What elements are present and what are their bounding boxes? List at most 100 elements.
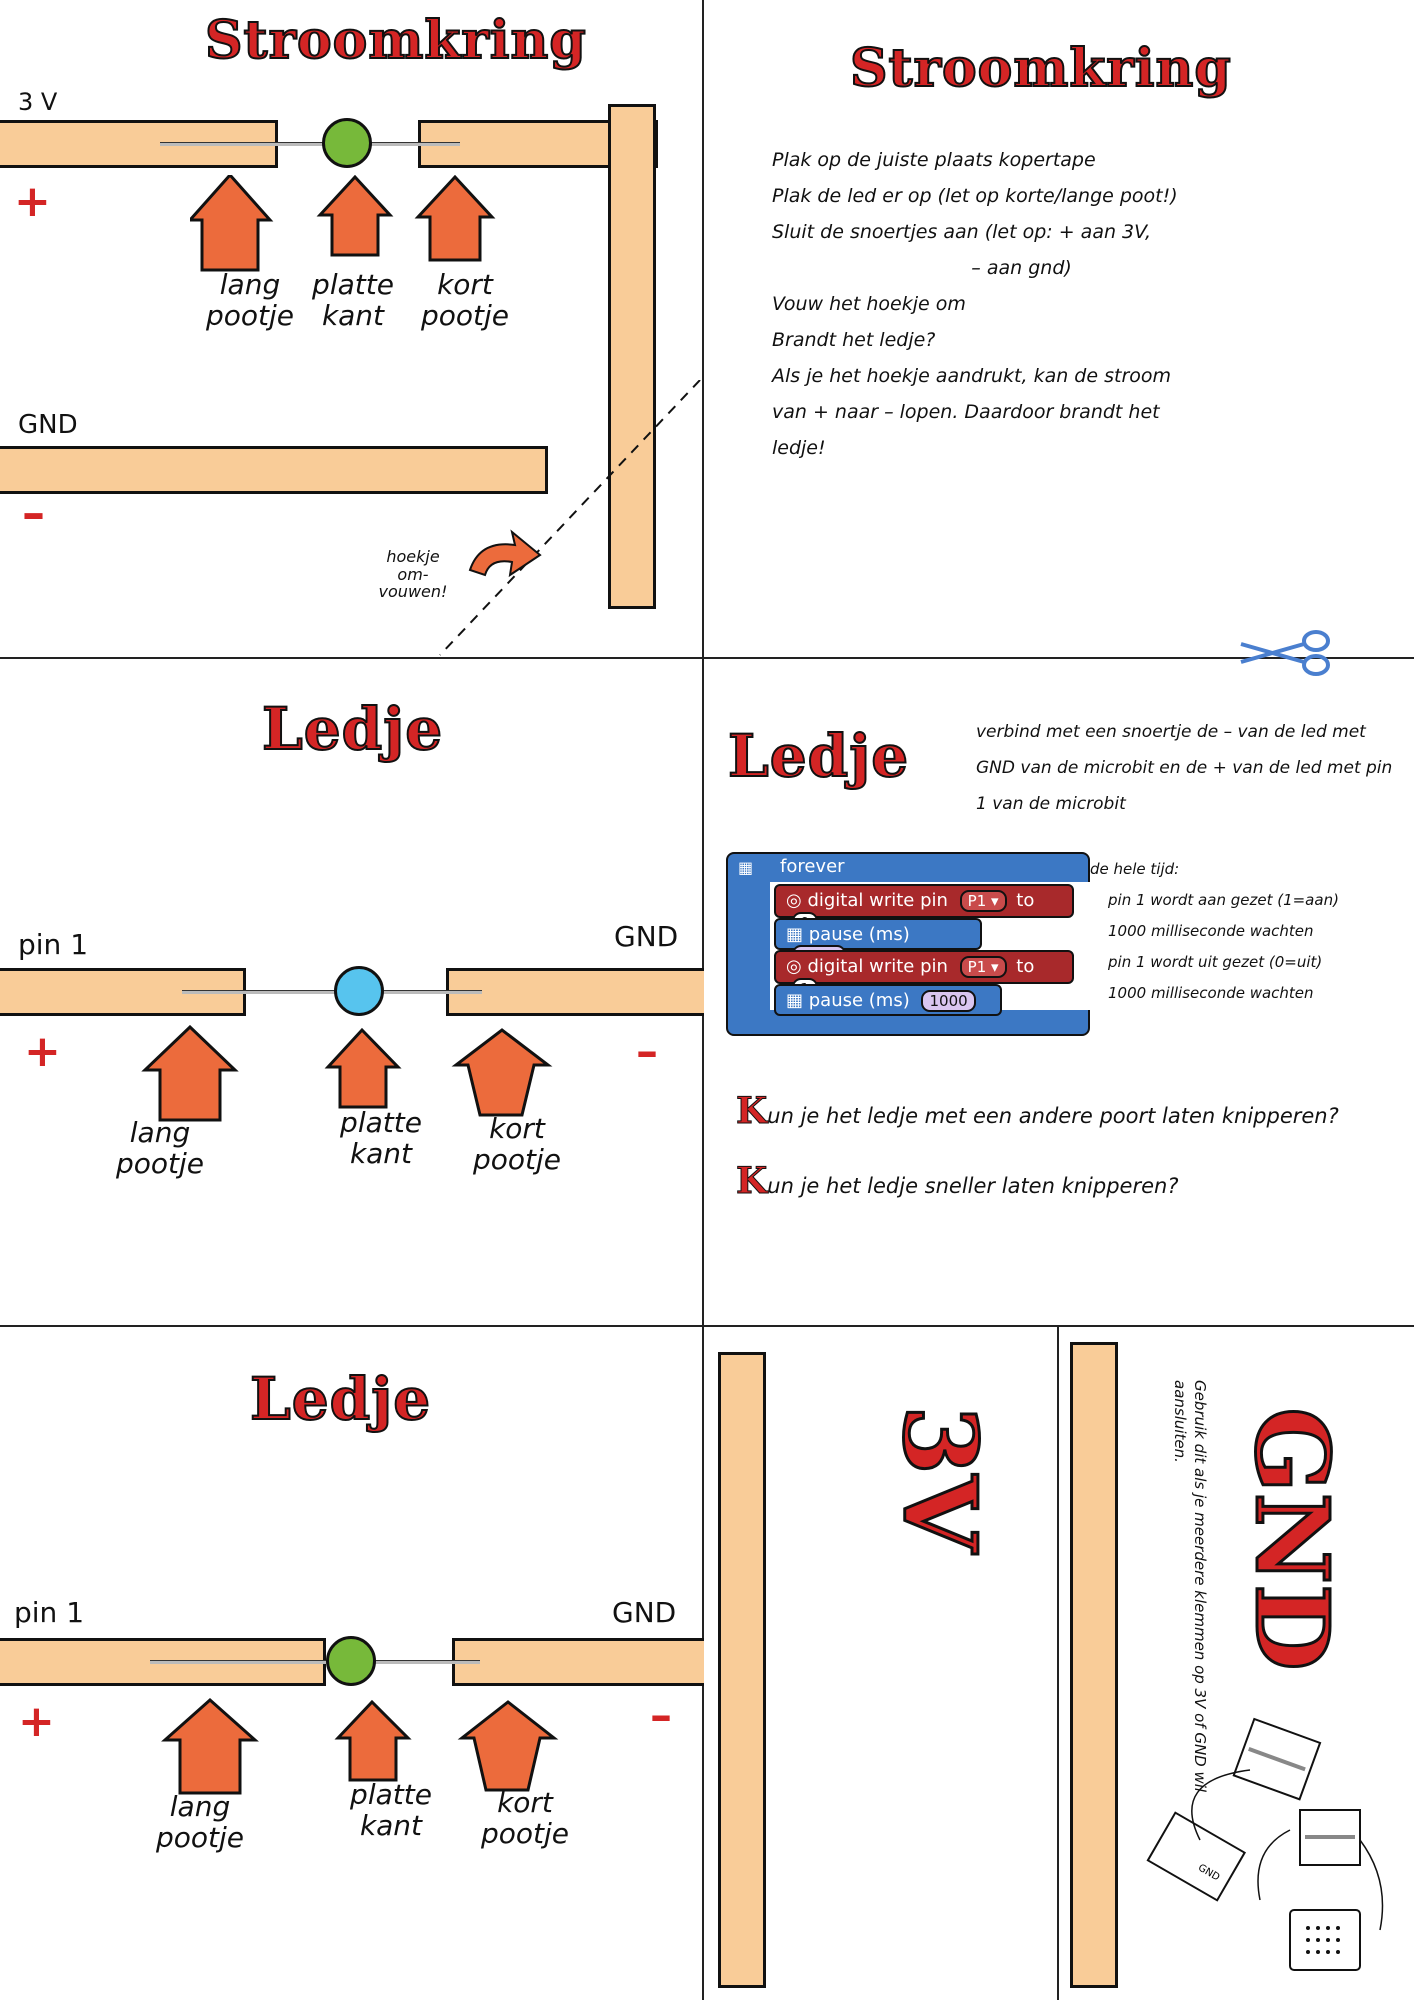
question-2-k: K	[735, 1160, 768, 1203]
pause-block-2[interactable]: ▦ pause (ms) 1000	[774, 984, 1002, 1016]
instruction-line-2: Plak de led er op (let op korte/lange po…	[772, 185, 1178, 207]
panel5-title: Ledje	[249, 1364, 432, 1434]
pause-block-1[interactable]: ▦ pause (ms) 1000	[774, 918, 982, 967]
vertical-divider-bottom	[1057, 1325, 1059, 2000]
copper-strip-vertical	[608, 104, 656, 609]
instruction-line-6: Brandt het ledje?	[772, 329, 936, 351]
led-blue	[334, 966, 384, 1016]
question-1-k: K	[735, 1090, 768, 1133]
instruction-line-3: Sluit de snoertjes aan (let op: + aan 3V…	[772, 221, 1151, 243]
label-lang-pootje: lang pootje	[205, 268, 295, 332]
label-kort-pootje: kort pootje	[480, 1786, 570, 1850]
plus-sign: +	[18, 1696, 55, 1747]
arrow-up-long	[161, 1698, 259, 1795]
grid-icon: ▦	[786, 990, 804, 1011]
question-1-text: un je het ledje met een andere poort lat…	[767, 1104, 1339, 1128]
gnd-strip	[0, 446, 548, 494]
panel3-title: Ledje	[261, 694, 444, 764]
scissors-icon	[1240, 630, 1330, 676]
arrows-panel5	[161, 1698, 559, 1795]
question-2: Kun je het ledje sneller laten knipperen…	[735, 1160, 1406, 1203]
label-gnd-right: GND	[612, 1596, 677, 1629]
arrow-up-short	[451, 1028, 553, 1117]
label-platte-kant: platte kant	[350, 1778, 432, 1842]
led-green	[322, 118, 372, 168]
question-2-text: un je het ledje sneller laten knipperen?	[767, 1174, 1179, 1198]
label-3v-rotated: 3V	[840, 1404, 1040, 1620]
label-pin1: pin 1	[18, 928, 89, 961]
pause-label-1: pause (ms)	[808, 924, 910, 945]
instruction-line-5: Vouw het hoekje om	[772, 293, 966, 315]
panel1-title: Stroomkring	[204, 9, 587, 72]
label-gnd-rotated: GND	[1220, 1380, 1400, 1680]
fold-dashed-line	[439, 380, 701, 656]
write-label-2: digital write pin	[807, 956, 948, 977]
led-wire	[182, 990, 482, 994]
instruction-line-7: Als je het hoekje aandrukt, kan de stroo…	[772, 365, 1172, 387]
arrows-panel1	[190, 175, 496, 272]
grid-icon: ▦	[786, 924, 804, 945]
forever-label: forever	[780, 856, 845, 877]
card-gnd	[1146, 1811, 1247, 1902]
arrow-up-short	[457, 1700, 559, 1792]
arrow-up-short	[414, 175, 496, 262]
ms-input-2[interactable]: 1000	[921, 990, 976, 1012]
to-label-2: to	[1016, 956, 1035, 977]
to-label-1: to	[1016, 890, 1035, 911]
panel2-title: Stroomkring	[849, 37, 1232, 100]
horizontal-divider-2	[0, 1325, 1414, 1327]
arrow-up-flat	[316, 175, 394, 257]
write-label-1: digital write pin	[807, 890, 948, 911]
strip-gnd	[446, 968, 704, 1016]
plus-sign: +	[14, 176, 51, 227]
gear-icon: ◎	[786, 890, 802, 911]
panel4-title: Ledje	[727, 721, 910, 791]
arrow-up-long	[141, 1025, 239, 1122]
pin-dropdown-1[interactable]: P1 ▾	[959, 890, 1007, 912]
note-line-4: pin 1 wordt uit gezet (0=uit)	[1108, 953, 1323, 971]
pause-label-2: pause (ms)	[808, 990, 910, 1011]
led-wire	[150, 1660, 480, 1664]
label-3v: 3 V	[18, 88, 58, 116]
digital-write-block-2[interactable]: ◎ digital write pin P1 ▾ to 1	[774, 950, 1074, 1000]
strip-gnd-vertical	[1070, 1342, 1118, 1988]
note-line-5: 1000 milliseconde wachten	[1108, 984, 1314, 1002]
plus-sign: +	[24, 1026, 61, 1077]
arrow-up-long	[190, 175, 274, 272]
instruction-line-4: – aan gnd)	[772, 257, 1072, 279]
led-wire	[160, 142, 460, 146]
horizontal-divider-1	[0, 657, 1414, 659]
arrow-up-flat	[324, 1027, 402, 1109]
label-lang-pootje: lang pootje	[115, 1116, 205, 1180]
grid-icon: ▦	[738, 858, 754, 877]
strip-gnd	[452, 1638, 704, 1686]
label-kort-pootje: kort pootje	[420, 268, 510, 332]
instruction-line-9: ledje!	[772, 437, 826, 459]
microbit-sketch: GND	[1146, 1717, 1384, 1971]
pin-dropdown-2[interactable]: P1 ▾	[959, 956, 1007, 978]
microbit-board	[1289, 1909, 1361, 1971]
code-notes: de hele tijd: pin 1 wordt aan gezet (1=a…	[1090, 854, 1410, 1009]
digital-write-block-1[interactable]: ◎ digital write pin P1 ▾ to 0	[774, 884, 1074, 934]
label-kort-pootje: kort pootje	[472, 1112, 562, 1176]
strip-3v-vertical	[718, 1352, 766, 1988]
arrow-up-flat	[334, 1699, 412, 1782]
label-platte-kant: platte kant	[340, 1106, 422, 1170]
minus-sign: –	[636, 1026, 658, 1077]
fold-arrow-icon	[468, 529, 542, 578]
minus-sign: –	[650, 1690, 672, 1741]
arrows-panel3	[141, 1025, 553, 1122]
gear-icon: ◎	[786, 956, 802, 977]
label-gnd-text: GND	[1231, 1406, 1352, 1673]
intro-text: verbind met een snoertje de – van de led…	[976, 722, 1393, 814]
note-line-2: pin 1 wordt aan gezet (1=aan)	[1108, 891, 1339, 909]
led-green	[326, 1636, 376, 1686]
label-pin1: pin 1	[14, 1596, 85, 1629]
label-gnd-right: GND	[614, 920, 679, 953]
instruction-line-1: Plak op de juiste plaats kopertape	[772, 149, 1096, 171]
instructions-text: Plak op de juiste plaats kopertape Plak …	[772, 142, 1372, 466]
minus-sign: –	[22, 486, 45, 540]
instruction-line-8: van + naar – lopen. Daardoor brandt het	[772, 401, 1160, 423]
question-1: Kun je het ledje met een andere poort la…	[735, 1090, 1406, 1133]
label-lang-pootje: lang pootje	[155, 1790, 245, 1854]
